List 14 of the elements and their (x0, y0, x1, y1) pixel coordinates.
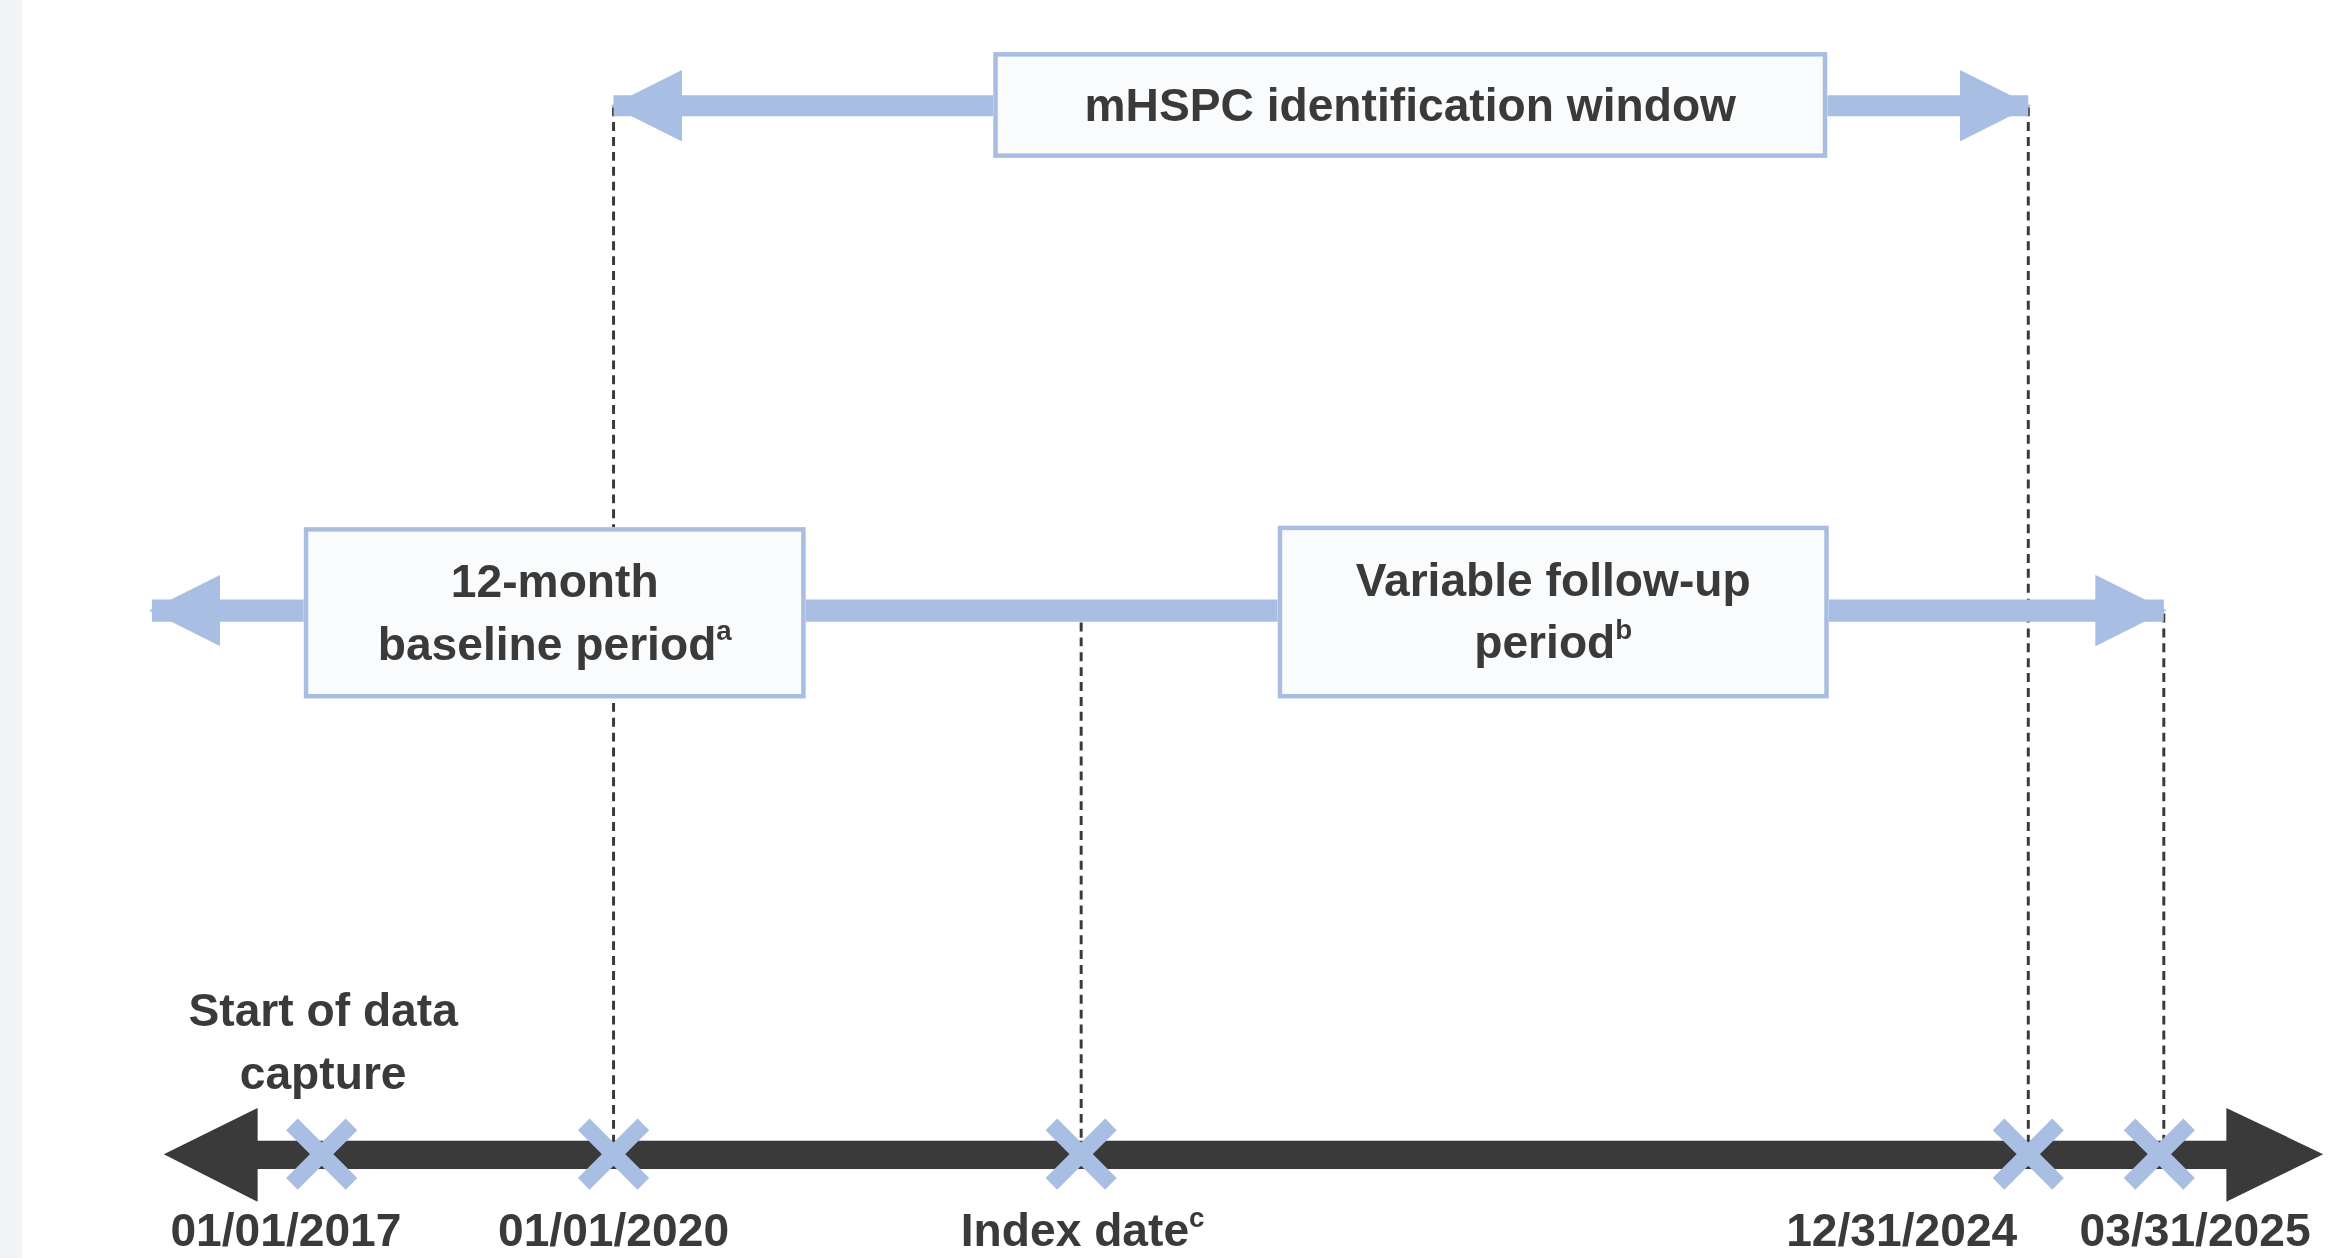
connector-line (805, 599, 1278, 622)
arrow (1828, 574, 2167, 647)
arrow (1827, 70, 2032, 142)
annotation-text: Start of data capture (187, 983, 460, 1102)
date-label: 01/01/2017 (169, 1206, 403, 1257)
date-label: 12/31/2024 (1785, 1206, 2019, 1257)
arrow (610, 70, 994, 142)
window-box: mHSPC identification window (993, 52, 1828, 158)
period-box: Variable follow-up period$^{b}$ (1277, 525, 1829, 699)
date-label: 01/01/2020 (497, 1206, 731, 1257)
date-label: 03/31/2025 (2078, 1206, 2312, 1257)
date-label: Index date$^{c}$ (959, 1206, 1206, 1257)
arrow (148, 574, 304, 647)
period-box: 12-month baseline period$^{a}$ (303, 527, 806, 699)
